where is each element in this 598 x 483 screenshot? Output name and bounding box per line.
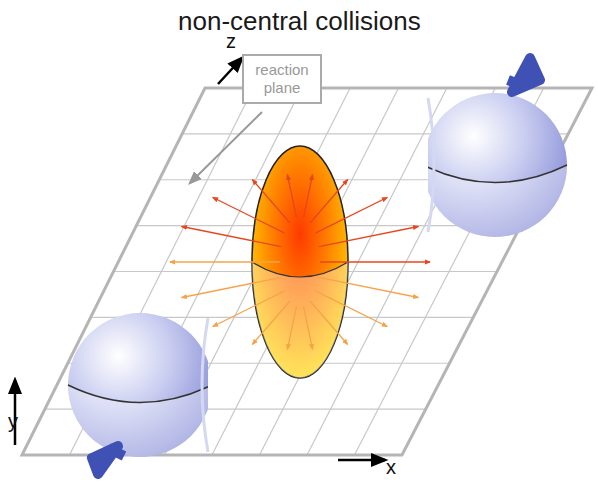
overlap-lower-half: [252, 262, 348, 378]
nucleus-motion-arrow: [508, 58, 540, 92]
flow-arrow: [319, 277, 418, 297]
overlap-equator: [252, 262, 348, 277]
flow-arrow: [213, 198, 285, 234]
flow-arrow: [320, 261, 430, 262]
nucleus-motion-arrow: [92, 446, 124, 474]
axis-arrow: [218, 58, 242, 84]
flow-arrows: [170, 175, 430, 349]
flow-arrow: [182, 277, 281, 297]
axis-label: x: [386, 456, 396, 479]
grid-line: [212, 88, 399, 455]
axis-arrow: [338, 459, 385, 462]
flow-arrow: [310, 180, 348, 223]
diagram-title: non-central collisions: [178, 6, 421, 37]
nucleus-right: [428, 93, 567, 237]
flow-arrow: [303, 175, 312, 218]
flow-arrow: [182, 227, 281, 247]
flow-arrow: [310, 301, 348, 344]
nucleus-left: [68, 313, 208, 457]
callout-box: reaction plane: [242, 54, 322, 104]
axis-label: y: [8, 410, 18, 433]
flow-arrow: [319, 227, 418, 247]
flow-arrow: [213, 291, 285, 327]
callout-text: reaction plane: [252, 61, 312, 97]
nucleus-cut: [202, 318, 208, 452]
flow-arrow: [303, 306, 312, 349]
axis-label: z: [226, 30, 236, 53]
flow-arrow: [253, 180, 291, 223]
flow-arrow: [287, 175, 296, 218]
flow-arrow: [315, 198, 387, 234]
flow-arrow: [170, 261, 280, 262]
flow-arrow: [287, 306, 296, 349]
nucleus-cut: [428, 98, 434, 232]
leader-line: [190, 112, 262, 183]
flow-arrow: [315, 291, 387, 327]
flow-arrow: [253, 301, 291, 344]
